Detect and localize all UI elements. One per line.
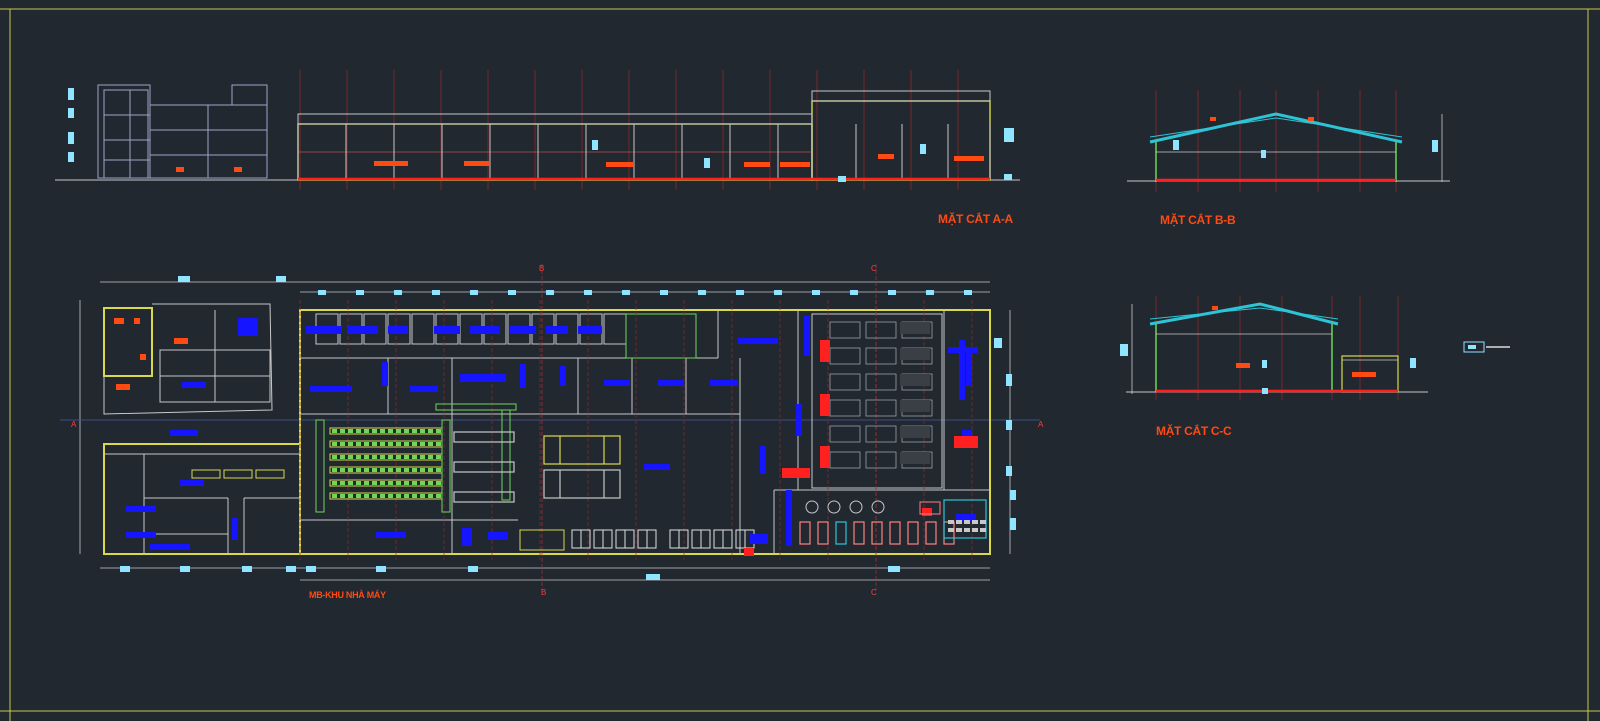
section-b-b-title: MẶT CẮT B-B [1160, 213, 1236, 227]
axis-mark-c-bottom: C [871, 588, 877, 597]
section-b-b [1127, 90, 1450, 192]
axis-mark-c-top: C [871, 264, 877, 273]
section-c-c-title: MẶT CẮT C-C [1156, 424, 1232, 438]
axis-mark-b-top: B [539, 264, 545, 273]
axis-mark-a-right: A [1038, 420, 1044, 429]
axis-mark-a-left: A [71, 420, 77, 429]
section-c-c [1120, 296, 1510, 400]
floor-plan [60, 264, 1040, 590]
legend-symbol [1463, 341, 1510, 353]
plan-title: MB-KHU NHÀ MÁY [309, 590, 386, 600]
axis-mark-b-bottom: B [541, 588, 547, 597]
section-a-a-title: MẶT CẮT A-A [938, 212, 1013, 226]
sheet-frame [0, 8, 1600, 721]
section-a-a [55, 70, 1020, 190]
